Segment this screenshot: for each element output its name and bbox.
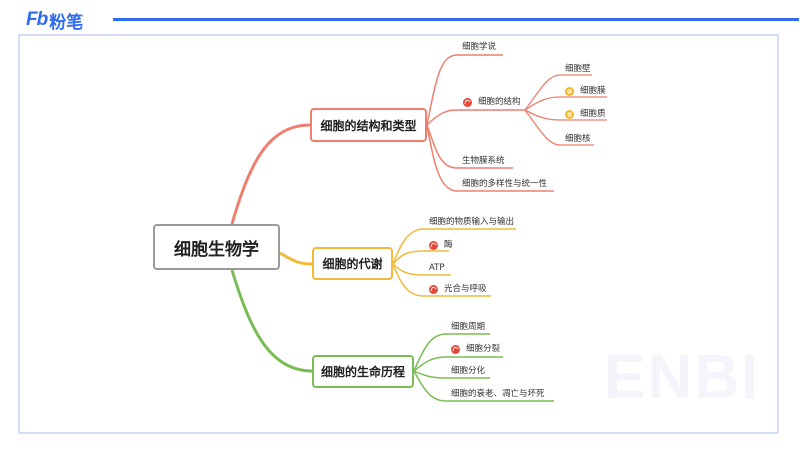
branch-node-life-history: 细胞的生命历程: [312, 355, 414, 388]
connector-root-b2: [279, 251, 313, 266]
leaf-cell-membrane: 细胞膜: [565, 85, 606, 97]
connector-b2-c2: [392, 250, 449, 265]
yellow-dot-icon: [565, 86, 574, 96]
leaf-label: 细胞学说: [462, 42, 497, 52]
leaf-cell-structure: 细胞的结构: [463, 96, 521, 108]
leaf-label: 生物膜系统: [462, 156, 505, 166]
leaf-cell-differentiation: 细胞分化: [451, 365, 485, 377]
leaf-cell-wall: 细胞壁: [565, 63, 591, 75]
branch-node-metabolism: 细胞的代谢: [312, 247, 393, 280]
leaf-label: 光合与呼吸: [444, 284, 487, 294]
leaf-cell-cycle: 细胞周期: [451, 321, 485, 333]
connector-b3-c3: [413, 370, 490, 379]
header-rule: [113, 18, 799, 21]
leaf-label: 细胞核: [565, 134, 591, 144]
connector-b1c2-s4: [524, 109, 594, 146]
leaf-nucleus: 细胞核: [565, 133, 591, 145]
brand-logo: Fb 粉笔: [26, 9, 84, 33]
connector-b1c2-s1: [524, 74, 592, 111]
leaf-cell-theory: 细胞学说: [462, 41, 496, 53]
connector-b1-c4: [426, 124, 554, 192]
leaf-label: 细胞的结构: [478, 97, 521, 107]
red-flag-icon: [451, 344, 460, 354]
leaf-enzyme: 酶: [429, 239, 453, 251]
brand-name: 粉笔: [49, 12, 84, 33]
leaf-cell-division: 细胞分裂: [451, 343, 500, 355]
leaf-atp: ATP: [429, 262, 444, 274]
connector-b1-c2: [426, 109, 525, 126]
leaf-cytoplasm: 细胞质: [565, 108, 606, 120]
leaf-label: 细胞膜: [580, 86, 606, 96]
leaf-material-transport: 细胞的物质输入与输出: [429, 216, 514, 228]
red-flag-icon: [429, 240, 438, 250]
leaf-diversity-unity: 细胞的多样性与统一性: [462, 178, 547, 190]
leaf-label: 细胞的衰老、凋亡与坏死: [451, 389, 545, 399]
leaf-label: ATP: [429, 263, 445, 273]
red-flag-icon: [463, 97, 472, 107]
connector-b1c2-s2: [524, 96, 607, 111]
leaf-label: 细胞壁: [565, 64, 591, 74]
leaf-label: 细胞分化: [451, 366, 486, 376]
watermark: ENBI: [604, 343, 761, 412]
connector-b3-c2: [413, 356, 503, 372]
root-node: 细胞生物学: [153, 224, 280, 270]
branch-node-structure-types: 细胞的结构和类型: [310, 108, 427, 142]
connector-root-b3: [230, 269, 313, 373]
leaf-label: 细胞的物质输入与输出: [429, 217, 515, 227]
leaf-label: 细胞分裂: [466, 344, 501, 354]
connector-b3-c4: [413, 370, 554, 402]
leaf-label: 细胞的多样性与统一性: [462, 179, 548, 189]
connector-b3-c1: [413, 333, 490, 372]
red-flag-icon: [429, 284, 438, 294]
yellow-dot-icon: [565, 109, 574, 119]
connector-b1-c1: [426, 54, 503, 126]
brand-mark: Fb: [26, 9, 48, 30]
connector-b2-c1: [392, 228, 516, 265]
leaf-label: 酶: [444, 240, 453, 250]
leaf-aging-apoptosis-necrosis: 细胞的衰老、凋亡与坏死: [451, 388, 545, 400]
connector-b2-c4: [392, 263, 491, 297]
connector-root-b1: [230, 123, 311, 225]
leaf-biomembrane-system: 生物膜系统: [462, 155, 505, 167]
connector-b2-c3: [392, 263, 451, 276]
connector-b1c2-s3: [524, 109, 607, 121]
leaf-label: 细胞质: [580, 109, 606, 119]
leaf-photosynthesis-respiration: 光合与呼吸: [429, 283, 487, 295]
connector-b1-c3: [426, 124, 513, 169]
leaf-label: 细胞周期: [451, 322, 486, 332]
